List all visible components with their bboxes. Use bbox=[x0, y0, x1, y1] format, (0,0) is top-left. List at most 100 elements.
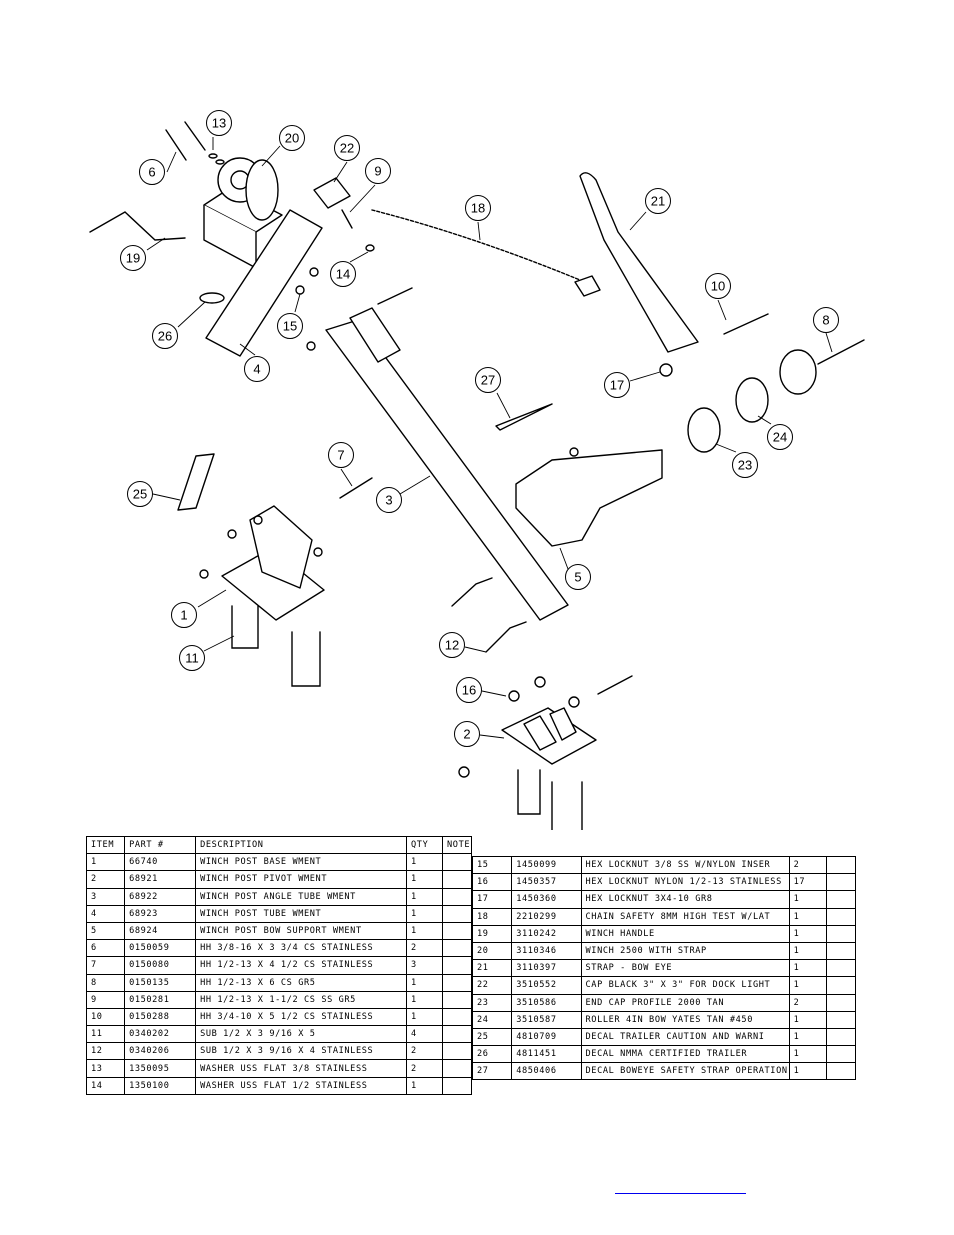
nut-16h bbox=[458, 766, 470, 778]
cell-qty: 2 bbox=[406, 939, 444, 958]
part-drawings bbox=[89, 121, 865, 830]
cell-part: 68921 bbox=[124, 870, 197, 889]
callout-balloon bbox=[171, 602, 197, 628]
callout-balloon bbox=[279, 125, 305, 151]
footer-link-underline[interactable] bbox=[615, 1193, 746, 1194]
washer-14 bbox=[365, 244, 375, 252]
cell-note bbox=[442, 939, 472, 958]
cell-description: WINCH POST TUBE WMENT bbox=[195, 904, 408, 923]
callout-label: 1 bbox=[180, 608, 187, 623]
cell-item: 7 bbox=[85, 956, 126, 975]
bolt-6b bbox=[184, 121, 206, 151]
cap-22 bbox=[313, 177, 351, 209]
header-part: PART # bbox=[124, 835, 197, 855]
ubolt-11b bbox=[291, 631, 321, 687]
callout-label: 10 bbox=[711, 279, 725, 294]
cell-item: 23 bbox=[471, 993, 513, 1012]
cell-description: HEX LOCKNUT NYLON 1/2-13 STAINLESS bbox=[580, 873, 790, 892]
callout-label: 18 bbox=[471, 201, 485, 216]
cell-part: 66740 bbox=[124, 853, 197, 872]
cell-qty: 1 bbox=[788, 1010, 827, 1029]
bolt-7c bbox=[597, 675, 633, 695]
callout-balloon bbox=[645, 188, 671, 214]
cell-note bbox=[442, 956, 472, 975]
cell-part: 3110242 bbox=[511, 924, 582, 943]
cell-description: SUB 1/2 X 3 9/16 X 4 STAINLESS bbox=[195, 1042, 408, 1061]
nut-16c bbox=[253, 515, 263, 525]
cell-qty: 1 bbox=[788, 976, 827, 995]
cell-note bbox=[442, 904, 472, 923]
cell-description: SUB 1/2 X 3 9/16 X 5 bbox=[195, 1025, 408, 1044]
cell-description: WINCH 2500 WITH STRAP bbox=[580, 941, 790, 961]
nut-16a bbox=[569, 447, 579, 457]
cell-qty: 4 bbox=[406, 1025, 444, 1044]
cell-part: 0150135 bbox=[124, 973, 197, 992]
cell-item: 27 bbox=[471, 1062, 513, 1081]
callout-label: 21 bbox=[651, 194, 665, 209]
cell-part: 68923 bbox=[124, 904, 197, 923]
end-cap-right bbox=[779, 349, 817, 395]
callout-balloon bbox=[244, 356, 270, 382]
callout-label: 2 bbox=[463, 727, 470, 742]
cell-description: CHAIN SAFETY 8MM HIGH TEST W/LAT bbox=[580, 907, 790, 926]
bolt-6 bbox=[165, 129, 187, 161]
winch-body bbox=[203, 205, 257, 269]
cell-part: 1350100 bbox=[124, 1076, 197, 1095]
cell-qty: 17 bbox=[788, 873, 827, 892]
angle-tube-3 bbox=[325, 319, 569, 621]
cell-description: HH 3/4-10 X 5 1/2 CS STAINLESS bbox=[195, 1007, 408, 1027]
cell-qty: 1 bbox=[788, 907, 827, 926]
cell-note bbox=[825, 855, 857, 875]
callout-label: 9 bbox=[374, 164, 381, 179]
cell-description: STRAP - BOW EYE bbox=[580, 959, 790, 978]
callout-balloon bbox=[139, 159, 165, 185]
cell-part: 4810709 bbox=[511, 1027, 582, 1047]
chain-hook bbox=[574, 275, 601, 297]
washer-13 bbox=[208, 153, 218, 159]
callout-balloon bbox=[475, 367, 501, 393]
cell-note bbox=[825, 1010, 857, 1029]
cell-description: WINCH POST PIVOT WMENT bbox=[195, 870, 408, 889]
angle-tube-sleeve bbox=[349, 307, 401, 363]
cell-part: 3510586 bbox=[511, 993, 582, 1012]
callout-label: 13 bbox=[212, 116, 226, 131]
winch-plate bbox=[245, 159, 279, 221]
decal-27 bbox=[495, 403, 553, 431]
callout-balloon bbox=[705, 273, 731, 299]
cell-note bbox=[442, 887, 472, 906]
cell-item: 17 bbox=[471, 890, 513, 909]
cell-description: HH 1/2-13 X 6 CS GR5 bbox=[195, 973, 408, 992]
nut-15 bbox=[295, 285, 305, 295]
cell-note bbox=[825, 907, 857, 926]
nut-16g bbox=[568, 696, 580, 708]
cell-qty: 1 bbox=[406, 870, 444, 889]
cell-description: END CAP PROFILE 2000 TAN bbox=[580, 993, 790, 1012]
ubolt-12b bbox=[485, 621, 527, 653]
callout-label: 15 bbox=[283, 319, 297, 334]
callout-balloon bbox=[120, 245, 146, 271]
leader-lines bbox=[146, 137, 833, 739]
cell-note bbox=[825, 924, 857, 943]
cell-note bbox=[825, 1062, 857, 1081]
cell-note bbox=[442, 921, 472, 941]
callout-label: 11 bbox=[185, 651, 199, 666]
nut-16f bbox=[534, 676, 546, 688]
cell-note bbox=[825, 976, 857, 995]
bolt-10 bbox=[723, 313, 769, 335]
winch-base bbox=[203, 187, 283, 233]
bolt-8 bbox=[817, 339, 865, 365]
bolt-9 bbox=[341, 209, 353, 229]
